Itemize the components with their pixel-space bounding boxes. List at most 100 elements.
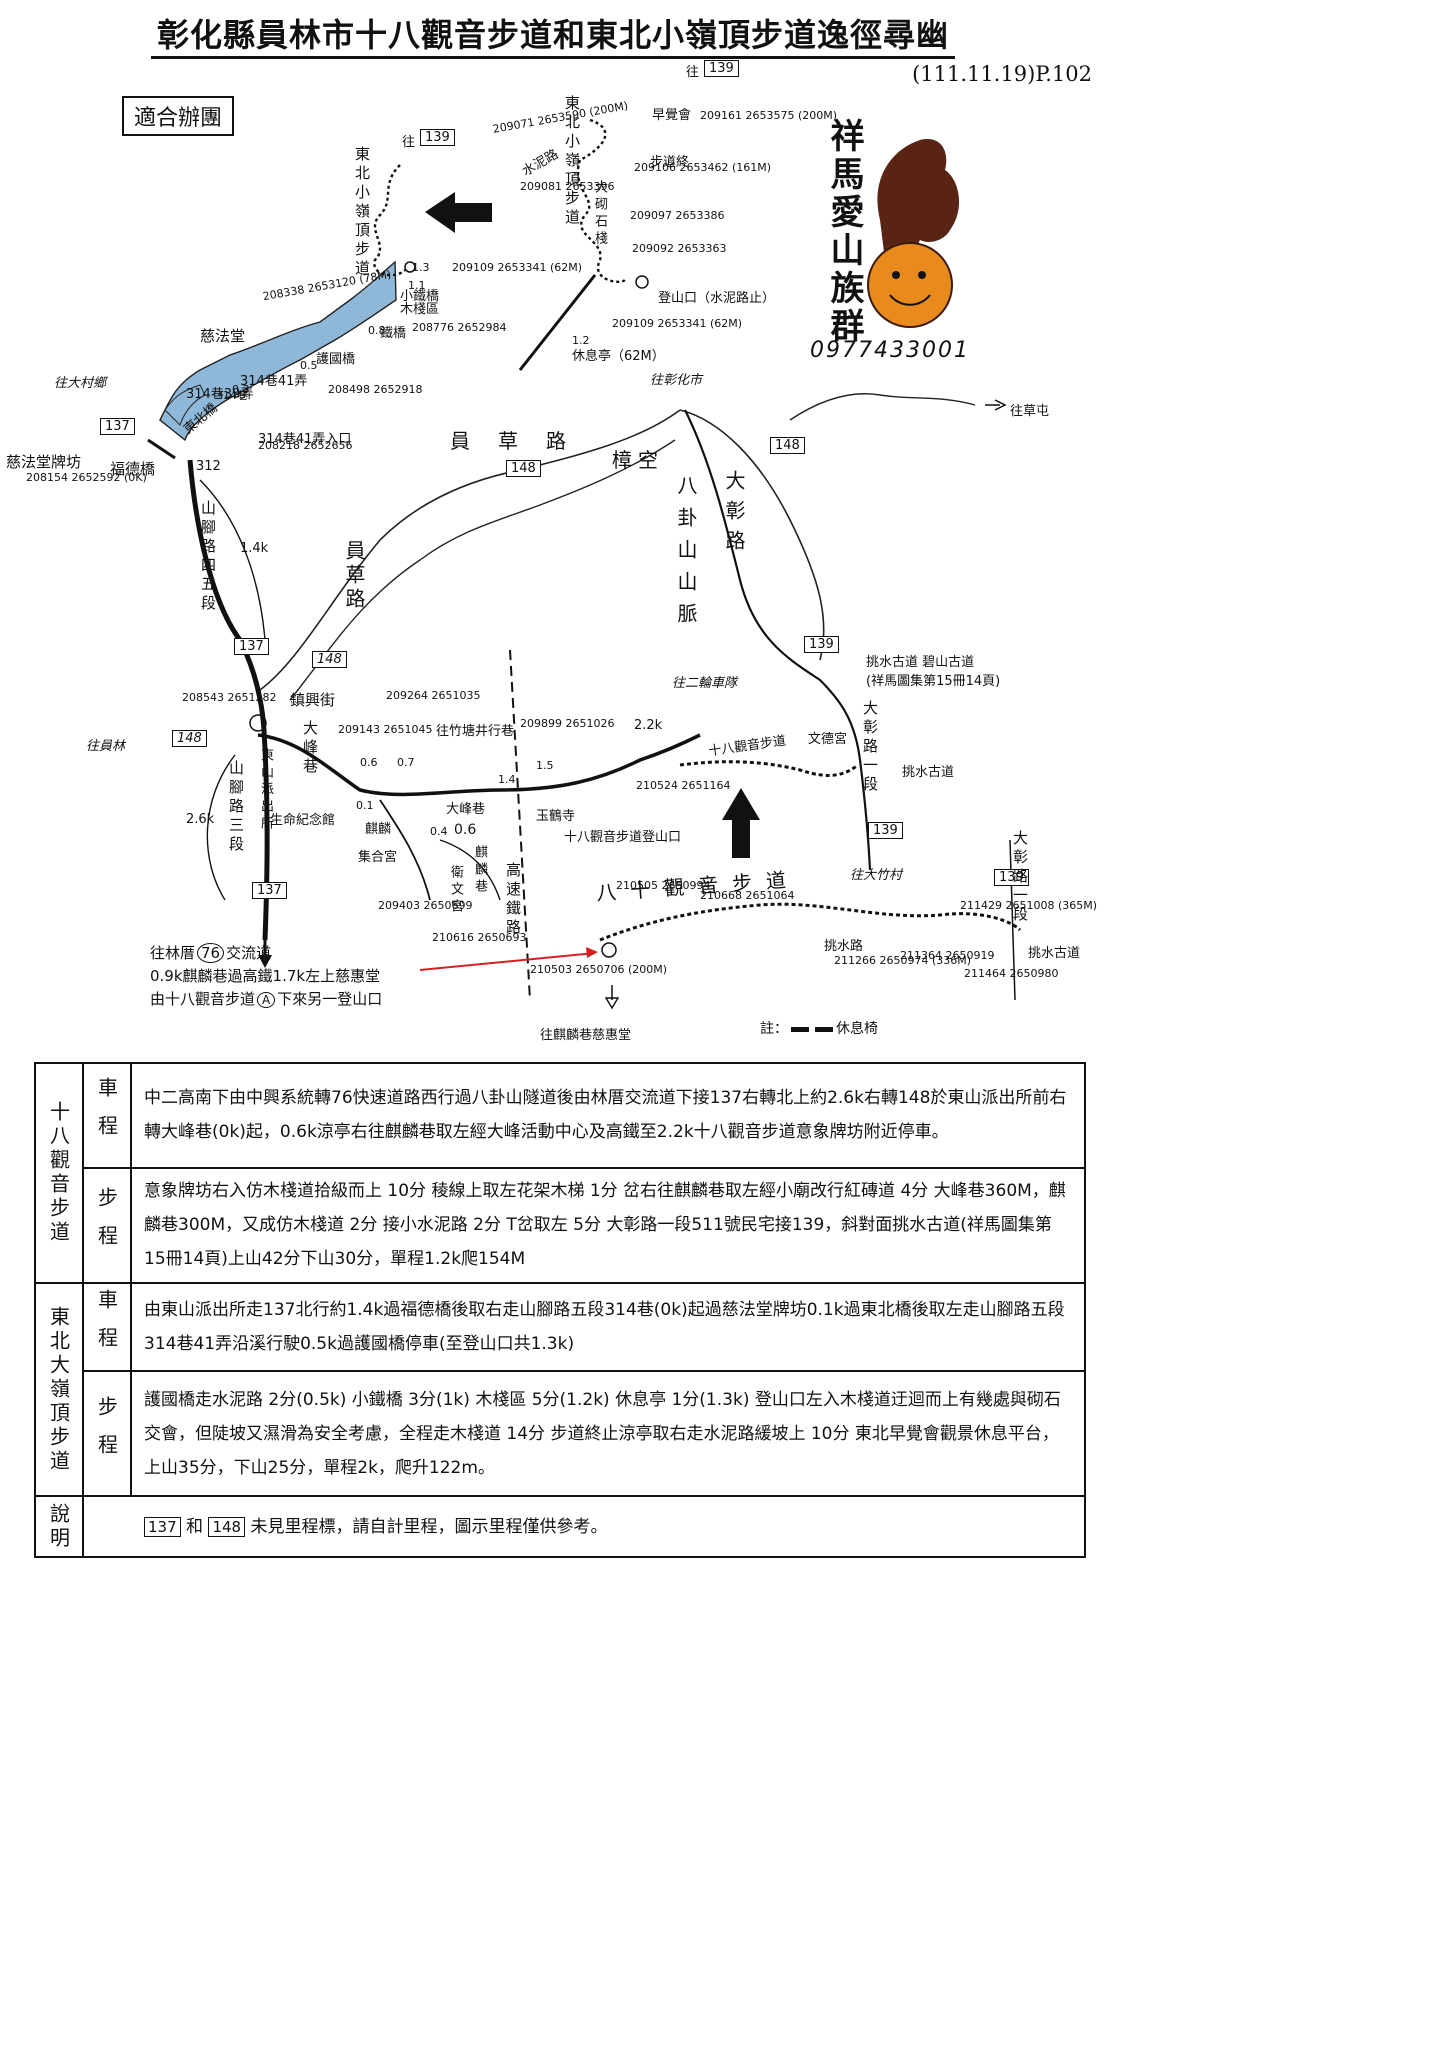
route-139-box-e: 139 bbox=[994, 869, 1029, 886]
sec2-label-cell: 東北大嶺頂步道 bbox=[34, 1281, 84, 1498]
km-0-6b: 0.6 bbox=[454, 822, 477, 838]
sec1-label: 十八觀音步道 bbox=[46, 1100, 71, 1245]
label-wood-area: 木棧區 bbox=[400, 302, 440, 317]
km-0-4: 0.4 bbox=[430, 825, 448, 838]
label-iron-bridge: 鐵橋 bbox=[380, 326, 407, 341]
label-jihe-temple: 集合宮 bbox=[358, 850, 398, 865]
km-0-3: 0.3 bbox=[232, 383, 250, 396]
label-small-iron: 小鐵橋 bbox=[400, 289, 440, 304]
km-0-6: 0.6 bbox=[360, 756, 378, 769]
route-137-box-b: 137 bbox=[234, 638, 269, 655]
label-dafeng-lane: 大峰巷 bbox=[446, 802, 486, 817]
km-2-6: 2.6k bbox=[186, 812, 215, 827]
label-to-139-a: 往 bbox=[402, 135, 416, 150]
label-qilin: 麒麟 bbox=[365, 822, 392, 837]
coord: 208543 2651282 bbox=[182, 691, 277, 704]
coord: 209081 2653396 bbox=[520, 180, 615, 193]
note-r148: 148 bbox=[208, 1516, 246, 1537]
road-137 bbox=[187, 459, 270, 941]
note-label-cell: 說明 bbox=[34, 1495, 84, 1558]
coord: 208218 2652656 bbox=[258, 439, 353, 452]
label-lane-314-41: 314巷41弄 bbox=[240, 374, 308, 389]
label-qilin-lane: 麒麟巷 bbox=[472, 845, 487, 896]
label-to-dazhu: 往大竹村 bbox=[850, 868, 903, 883]
sec1-walk-text: 意象牌坊右入仿木棧道拾級而上 10分 稜線上取左花架木梯 1分 岔右往麒麟巷取左… bbox=[130, 1166, 1086, 1284]
coord: 209143 2651045 bbox=[338, 723, 433, 736]
black-arrow-left bbox=[425, 192, 492, 233]
legend: 註：休息椅 bbox=[760, 1018, 878, 1038]
km-1-2: 1.2 bbox=[572, 334, 590, 347]
coord: 209109 2653341 (62M) bbox=[612, 317, 743, 330]
suitable-tag: 適合辦團 bbox=[122, 96, 235, 136]
note-r137: 137 bbox=[144, 1516, 181, 1537]
label-to-caotun: 往草屯 bbox=[1010, 404, 1050, 419]
coord: 210616 2650693 bbox=[432, 931, 527, 944]
route-148-box-b: 148 bbox=[770, 437, 805, 454]
km-312: 312 bbox=[196, 459, 221, 474]
red-note-2b: 下來另一登山口 bbox=[277, 990, 383, 1008]
coord: 211266 2650974 (336M) bbox=[834, 954, 972, 967]
label-xiangma-ref: (祥馬圖集第15冊14頁) bbox=[866, 674, 1001, 689]
label-yuancao-rd: 員 草 路 bbox=[450, 429, 570, 453]
label-to-dacun: 往大村鄉 bbox=[54, 376, 107, 391]
label-dazhang-rd: 大彰路 bbox=[722, 470, 746, 560]
label-zaojue-hui: 早覺會 bbox=[652, 108, 692, 123]
sec1-label-cell: 十八觀音步道 bbox=[34, 1062, 84, 1284]
dafeng-lane bbox=[257, 733, 701, 797]
note-row: 137 和 148 未見里程標，請自計里程，圖示里程僅供參考。 bbox=[82, 1495, 1086, 1558]
label-tiaoshui: 挑水古道 bbox=[902, 765, 955, 780]
legend-dash-icon bbox=[815, 1026, 833, 1032]
coord: 209264 2651035 bbox=[386, 689, 481, 702]
road-148 bbox=[259, 409, 825, 691]
coord: 208154 2652592 (0K) bbox=[26, 471, 147, 484]
walk-label-cell: 步程 bbox=[82, 1370, 132, 1498]
label-da-feng: 大峰巷 bbox=[301, 720, 319, 777]
car-label-cell: 車程 bbox=[82, 1062, 132, 1169]
coord: 209899 2651026 bbox=[520, 717, 615, 730]
coord: 209097 2653386 bbox=[630, 209, 725, 222]
car-label: 車程 bbox=[94, 1289, 119, 1366]
black-arrow-up bbox=[722, 788, 760, 858]
label-trailhead-water: 登山口（水泥路止） bbox=[658, 291, 776, 306]
km-0-7: 0.7 bbox=[397, 756, 415, 769]
note-text: 未見里程標，請自計里程，圖示里程僅供參考。 bbox=[250, 1516, 608, 1537]
km-0-8: 0.8 bbox=[368, 324, 386, 337]
label-pickup: 挑水路 bbox=[824, 939, 864, 954]
river bbox=[159, 260, 397, 442]
km-0-5: 0.5 bbox=[300, 359, 318, 372]
coord: 210668 2651064 bbox=[700, 889, 795, 902]
km-1-5: 1.5 bbox=[536, 759, 554, 772]
page-title-text: 彰化縣員林市十八觀音步道和東北小嶺頂步道逸徑尋幽 bbox=[150, 16, 955, 59]
page-title: 彰化縣員林市十八觀音步道和東北小嶺頂步道逸徑尋幽 bbox=[0, 10, 1106, 59]
label-trailhead-18: 十八觀音步道登山口 bbox=[564, 830, 682, 845]
coord: 211464 2650980 bbox=[964, 967, 1059, 980]
eighteen-trail bbox=[679, 760, 859, 777]
label-dazhang-rd2: 大彰路一段 bbox=[1011, 830, 1029, 925]
coord: 208498 2652918 bbox=[328, 383, 423, 396]
label-huguo-bridge: 護國橋 bbox=[316, 352, 356, 367]
coord: 209161 2653575 (200M) bbox=[700, 109, 838, 122]
car-label: 車程 bbox=[94, 1077, 119, 1154]
route-148-box-a: 148 bbox=[506, 460, 541, 477]
route-148-box-c: 148 bbox=[312, 651, 347, 668]
km-0-1: 0.1 bbox=[356, 799, 374, 812]
label-tiaoshui-bishan: 挑水古道 碧山古道 bbox=[866, 655, 975, 670]
label-shanjiao-5: 山腳路四五段 bbox=[199, 500, 217, 614]
red-arrow bbox=[419, 952, 596, 971]
label-tiaoshui-2: 挑水古道 bbox=[1028, 946, 1081, 961]
note-and: 和 bbox=[186, 1516, 204, 1537]
label-to-qilin: 往麒麟巷慈惠堂 bbox=[540, 1028, 632, 1043]
label-dongbei-trail: 東北小嶺頂步道 bbox=[353, 146, 371, 279]
label-zhangkong: 樟空 bbox=[612, 448, 664, 472]
label-trail-end: 步道終 bbox=[650, 155, 690, 170]
coord: 209106 2653462 (161M) bbox=[634, 161, 772, 174]
coord: 208776 2652984 bbox=[412, 321, 507, 334]
label-life-hall: 生命紀念館 bbox=[270, 813, 336, 828]
label-to-changhua: 往彰化市 bbox=[650, 373, 703, 388]
label-dong-police: 東山派出所 bbox=[258, 748, 273, 833]
label-dongbei-trail-2: 東北小嶺頂步道 bbox=[563, 95, 581, 228]
red-note-1: 0.9k麒麟巷過高鐵1.7k左上慈惠堂 bbox=[150, 967, 381, 985]
dongbei-trail bbox=[373, 164, 406, 277]
